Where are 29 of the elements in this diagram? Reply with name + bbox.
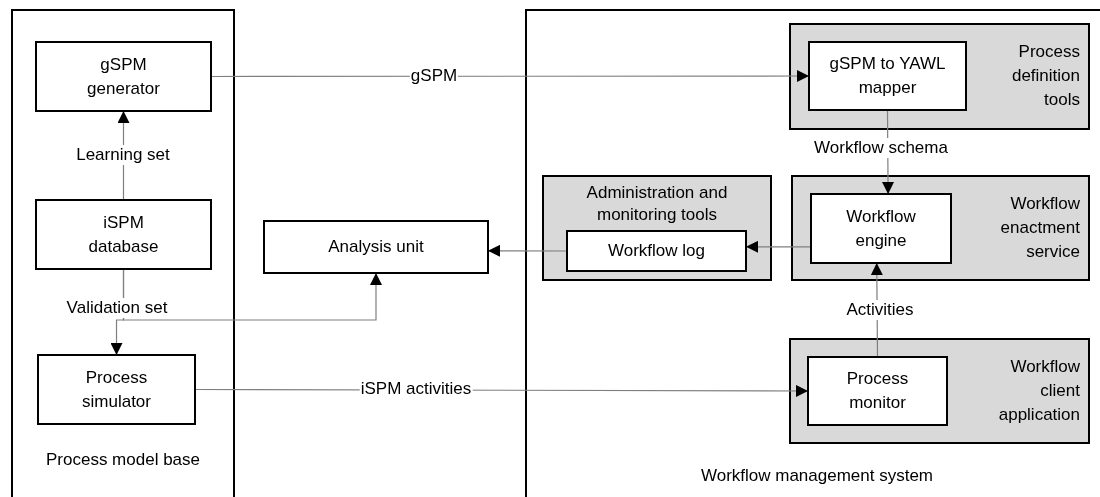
edge-label: Learning set (75, 145, 171, 165)
component-group (789, 338, 1090, 444)
process-box: Process monitor (807, 356, 948, 426)
edge-label: Validation set (65, 298, 169, 318)
arrow (488, 244, 567, 257)
component-group (542, 175, 772, 281)
component-group (791, 175, 1090, 281)
group-label: Workflow management system (699, 465, 935, 487)
process-box: Workflow engine (810, 193, 952, 264)
edge-label: gSPM (409, 66, 459, 86)
process-box: Workflow log (566, 230, 747, 272)
group-label: Administration and monitoring tools (585, 182, 729, 226)
group-label: Workflow enactment service (999, 193, 1080, 263)
system-boundary (525, 9, 1100, 497)
arrow (211, 70, 809, 82)
edge-label: Activities (845, 300, 915, 320)
group-label: Workflow client application (997, 356, 1080, 426)
process-box: gSPM generator (35, 41, 212, 112)
group-label: Process definition tools (1010, 41, 1080, 111)
arrow (122, 269, 382, 321)
arrow (746, 240, 811, 253)
process-box: gSPM to YAWL mapper (808, 41, 967, 111)
process-box: Process simulator (37, 354, 196, 425)
component-group (789, 23, 1090, 130)
edge-label: Workflow schema (813, 138, 949, 158)
process-box: Analysis unit (263, 220, 489, 274)
system-boundary (11, 9, 235, 497)
process-box: iSPM database (35, 199, 212, 270)
group-label: Process model base (45, 449, 201, 471)
